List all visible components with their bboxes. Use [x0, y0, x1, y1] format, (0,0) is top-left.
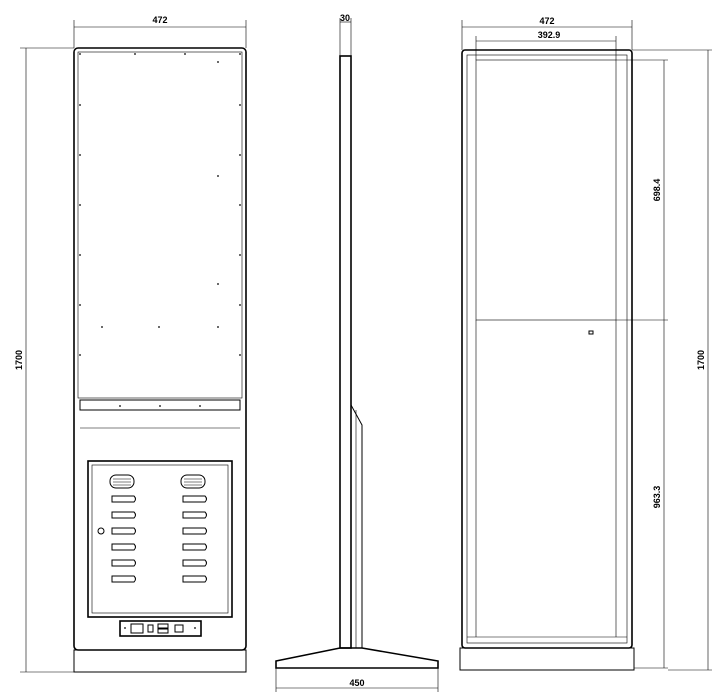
- speaker-left: [109, 474, 135, 489]
- front-screw-dots: [79, 53, 241, 407]
- front-view: 472 1700: [14, 15, 247, 673]
- front-lower-header: [79, 399, 241, 411]
- side-base-label: 450: [349, 678, 364, 688]
- side-base-dimension: 450: [275, 668, 439, 692]
- back-height-dimension: 1700: [632, 49, 712, 671]
- side-depth-label: 30: [340, 13, 350, 23]
- lock-hole: [97, 527, 105, 535]
- back-width-label: 472: [539, 16, 554, 26]
- back-view: 472 392.9 698.4 963.3: [459, 16, 712, 671]
- back-body-outline: [461, 49, 633, 649]
- back-hole: [588, 330, 594, 335]
- back-lower-height-label: 963.3: [652, 486, 662, 509]
- front-screen-panel: [77, 51, 243, 399]
- front-body-outline: [73, 47, 247, 651]
- speaker-grille-frame: [87, 460, 233, 618]
- front-height-label: 1700: [14, 350, 24, 370]
- back-screen-height-dimension: 698.4: [616, 59, 668, 321]
- side-view: 30 450: [275, 13, 439, 692]
- back-screen-height-label: 698.4: [652, 179, 662, 202]
- back-width-dimension: 472: [461, 16, 633, 50]
- back-base: [459, 647, 635, 671]
- speaker-right: [180, 474, 206, 489]
- side-body: [339, 55, 352, 649]
- back-inner-width-label: 392.9: [538, 30, 561, 40]
- io-port-panel: [119, 620, 202, 637]
- back-height-label: 1700: [696, 350, 706, 370]
- side-depth-dimension: 30: [339, 13, 352, 56]
- front-width-label: 472: [152, 15, 167, 25]
- front-base: [73, 649, 247, 673]
- front-height-dimension: 1700: [14, 47, 74, 673]
- side-back-cover: [350, 404, 363, 648]
- back-lower-height-dimension: 963.3: [634, 320, 668, 669]
- side-base-foot: [275, 647, 439, 669]
- back-inner-width-dimension: 392.9: [475, 30, 617, 60]
- back-screen-area: [475, 59, 617, 321]
- front-width-dimension: 472: [73, 15, 247, 48]
- vent-slots: [111, 495, 207, 583]
